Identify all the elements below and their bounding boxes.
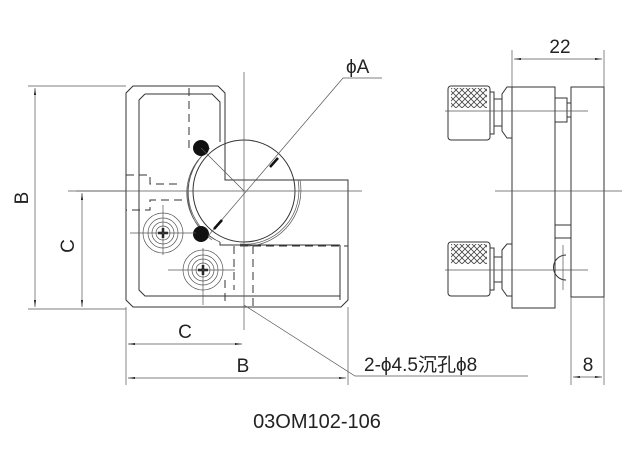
dim-8: 8 — [583, 355, 594, 376]
adjuster-knob-bottom — [447, 241, 513, 297]
adjuster-knob-top — [447, 85, 513, 141]
screw-1 — [130, 205, 196, 255]
front-view: B C C B ϕA 2-ϕ4.5沉孔ϕ8 — [12, 57, 528, 385]
screw-2 — [168, 248, 235, 305]
front-plate — [511, 86, 556, 309]
outer-body-outline — [125, 85, 349, 308]
contact-pin-bottom — [193, 226, 209, 242]
side-view: 22 8 — [445, 37, 622, 385]
dim-c-bottom: C — [178, 322, 192, 343]
inner-body-outline — [138, 93, 341, 300]
dim-b-left: B — [12, 192, 33, 205]
dim-c-left: C — [58, 239, 79, 253]
part-number: 03OM102-106 — [253, 411, 381, 433]
dim-phi-a: ϕA — [346, 57, 370, 78]
rear-plate — [570, 86, 605, 298]
hole-note: 2-ϕ4.5沉孔ϕ8 — [364, 354, 477, 376]
dim-22: 22 — [549, 37, 570, 58]
dim-b-bottom: B — [237, 356, 250, 377]
